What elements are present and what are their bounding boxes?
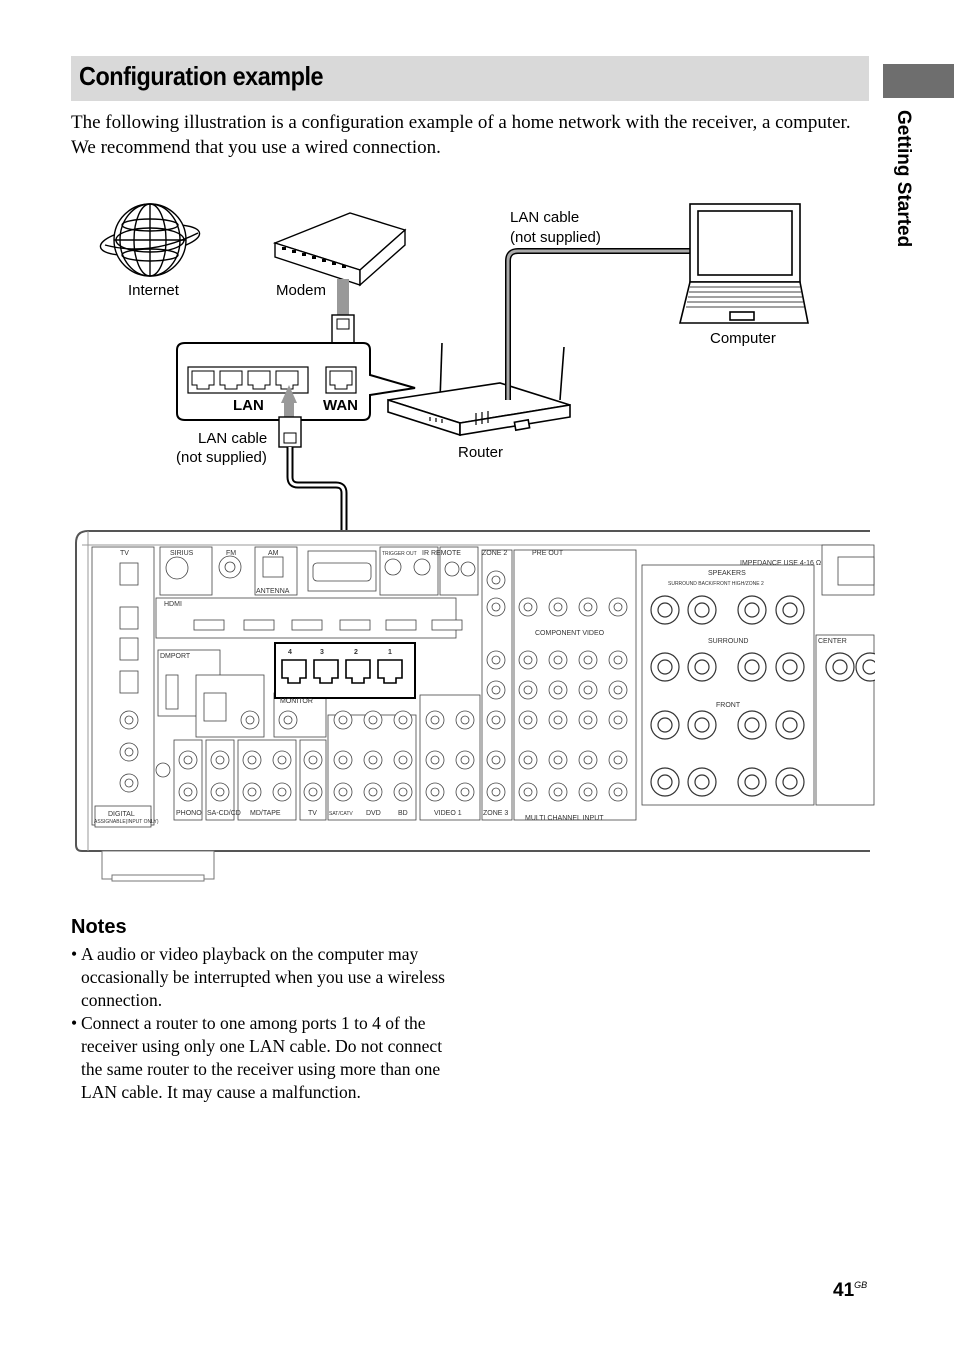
router-icon <box>387 342 571 437</box>
section-side-text: Getting Started <box>893 110 914 248</box>
page-title: Configuration example <box>79 61 324 91</box>
panel-zone3-label: ZONE 3 <box>483 810 508 817</box>
lan-cable-to-computer <box>505 248 690 400</box>
intro-text: The following illustration is a configur… <box>71 110 851 160</box>
panel-md-tape-label: MD/TAPE <box>250 810 281 817</box>
page-number-value: 41 <box>833 1280 855 1301</box>
section-side-label: Getting Started <box>890 110 916 270</box>
panel-surround-back-label: SURROUND BACK/FRONT HIGH/ZONE 2 <box>668 581 764 587</box>
section-title-bar: Configuration example <box>71 56 869 101</box>
panel-trigger-label: TRIGGER OUT <box>382 551 417 557</box>
modem-icon <box>272 212 407 287</box>
panel-fm-label: FM <box>226 550 236 557</box>
panel-surround-label: SURROUND <box>708 638 748 645</box>
network-diagram: Internet Modem LAN WAN <box>75 203 875 882</box>
lan-cable-top-label-2: (not supplied) <box>510 229 601 246</box>
panel-bd-label: BD <box>398 810 408 817</box>
router-label: Router <box>458 444 503 461</box>
panel-center-label: CENTER <box>818 638 847 645</box>
router-port-callout: LAN WAN <box>176 342 416 421</box>
port-number-3: 3 <box>320 649 324 656</box>
panel-tv-label: TV <box>120 550 129 557</box>
panel-sirius-label: SIRIUS <box>170 550 194 557</box>
lan-cable-left-label-1: LAN cable <box>198 430 267 447</box>
panel-video1-label: VIDEO 1 <box>434 810 462 817</box>
panel-component-video-label: COMPONENT VIDEO <box>535 630 605 637</box>
intro-line-1: The following illustration is a configur… <box>71 112 851 133</box>
notes-list: A audio or video playback on the compute… <box>71 943 451 1104</box>
page-number-suffix: GB <box>854 1280 868 1290</box>
panel-dvd-label: DVD <box>366 810 381 817</box>
panel-impedance-label: IMPEDANCE USE 4-16 Ω <box>740 560 821 567</box>
internet-globe-icon <box>99 203 201 277</box>
panel-sat-label: SAT/CATV <box>329 811 353 817</box>
lan-cable-left-label-2: (not supplied) <box>176 449 267 466</box>
panel-phono-label: PHONO <box>176 810 202 817</box>
panel-monitor-label: MONITOR <box>280 698 313 705</box>
port-number-2: 2 <box>354 649 358 656</box>
receiver-rear-panel: 4 3 2 1 <box>75 530 875 882</box>
notes-title: Notes <box>71 916 127 938</box>
section-tab <box>883 64 954 98</box>
panel-hdmi-label: HDMI <box>164 601 182 608</box>
note-item: A audio or video playback on the compute… <box>71 943 451 1012</box>
computer-label: Computer <box>710 330 776 347</box>
panel-dmport-label: DMPORT <box>160 653 191 660</box>
note-item: Connect a router to one among ports 1 to… <box>71 1012 451 1104</box>
port-number-4: 4 <box>288 649 292 656</box>
panel-sacd-label: SA-CD/CD <box>207 810 241 817</box>
computer-icon <box>678 203 809 324</box>
intro-line-2: We recommend that you use a wired connec… <box>71 137 441 158</box>
panel-pre-out-label: PRE OUT <box>532 550 564 557</box>
panel-am-label: AM <box>268 550 279 557</box>
page-number: 41GB <box>833 1280 867 1302</box>
panel-zone2-label: ZONE 2 <box>482 550 507 557</box>
panel-digital-label: DIGITAL <box>108 811 135 818</box>
panel-tv-bottom-label: TV <box>308 810 317 817</box>
panel-multi-channel-label: MULTI CHANNEL INPUT <box>525 815 604 822</box>
port-number-1: 1 <box>388 649 392 656</box>
wan-port-label: WAN <box>323 397 358 414</box>
lan-port-label: LAN <box>233 397 264 414</box>
panel-assignable-label: ASSIGNABLE(INPUT ONLY) <box>94 819 159 825</box>
lan-cable-top-label-1: LAN cable <box>510 209 579 226</box>
modem-label: Modem <box>276 282 326 299</box>
panel-antenna-label: ANTENNA <box>256 588 290 595</box>
internet-label: Internet <box>128 282 180 299</box>
panel-speakers-label: SPEAKERS <box>708 570 746 577</box>
panel-front-label: FRONT <box>716 702 741 709</box>
panel-ir-remote-label: IR REMOTE <box>422 550 461 557</box>
